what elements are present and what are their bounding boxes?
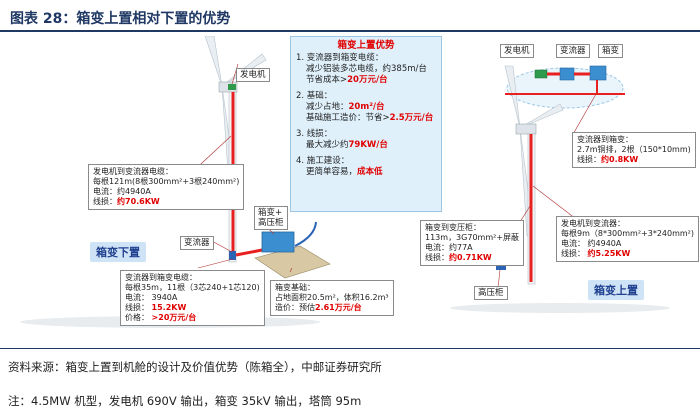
advantage-item-4: 4. 施工建设： 更简单容易，成本低 (296, 156, 436, 178)
left-foundation-line2: 占地面积20.5m²，体积16.2m³ (275, 293, 389, 302)
adv2-line1: 2. 基础： (296, 91, 333, 101)
left-generator-cable-box: 发电机到变流器电缆： 每根121m(8根300mm²+3根240mm²) 电流：… (88, 164, 245, 210)
right-scheme-label: 箱变上置 (588, 280, 644, 300)
adv2-line3-value: 2.5万元/台 (389, 113, 434, 123)
advantages-heading: 箱变上置优势 (337, 40, 395, 51)
adv4-line1: 4. 施工建设： (296, 156, 350, 166)
right-box-hv-loss-label: 线损： (425, 253, 449, 262)
left-conv-cable-loss-value: 15.2KW (151, 303, 187, 312)
right-gen-conv-line3: 电流： 约4940A (561, 239, 622, 248)
left-generator-label: 发电机 (236, 68, 270, 82)
left-box-hv-line2: 高压柜 (258, 218, 284, 228)
right-gen-conv-loss-value: 约5.25KW (587, 249, 631, 258)
right-box-label: 箱变 (598, 44, 624, 58)
right-generator-label: 发电机 (500, 44, 534, 58)
right-box-hv-line3: 电流：约77A (425, 243, 473, 252)
adv1-line2: 减少铝装多芯电缆，约385m/台 (306, 64, 427, 74)
left-gen-cable-loss-value: 约70.6KW (117, 197, 160, 206)
advantage-item-3: 3. 线损： 最大减少约79KW/台 (296, 129, 436, 151)
left-gen-cable-line3: 电流：约4940A (93, 187, 151, 196)
left-conv-cable-line1: 变流器到箱变电缆： (125, 273, 197, 282)
left-gen-cable-loss-label: 线损： (93, 197, 117, 206)
adv4-line2-label: 更简单容易， (306, 167, 358, 177)
right-converter-box-cable: 变流器到箱变： 2.7m铜排，2根（150*10mm) 线损：约0.8KW (572, 132, 696, 168)
right-hv-label: 高压柜 (474, 286, 508, 300)
left-foundation-cost-value: 2.61万元/台 (315, 303, 362, 312)
advantage-item-1: 1. 变流器到箱变电缆： 减少铝装多芯电缆，约385m/台 节省成本>20万元/… (296, 53, 436, 86)
left-conv-cable-price-label: 价格： (125, 313, 152, 322)
figure-title-bar: 图表 28：箱变上置相对下置的优势 (0, 6, 700, 32)
left-foundation-line1: 箱变基础： (275, 283, 315, 292)
adv2-line2-value: 20m²/台 (348, 102, 385, 112)
right-conv-box-loss-label: 线损： (577, 155, 601, 164)
right-conv-box-line2: 2.7m铜排，2根（150*10mm) (577, 145, 691, 154)
right-gen-converter-cable: 发电机到变流器： 每根9m（8*300mm²+3*240mm²) 电流： 约49… (556, 216, 700, 262)
source-note: 资料来源：箱变上置到机舱的设计及价值优势（陈箱全），中邮证券研究所 (0, 348, 700, 375)
advantages-panel: 箱变上置优势 1. 变流器到箱变电缆： 减少铝装多芯电缆，约385m/台 节省成… (290, 36, 442, 212)
right-gen-conv-loss-label: 线损： (561, 249, 588, 258)
right-box-hv-loss-value: 约0.71KW (449, 253, 492, 262)
adv2-line2-label: 减少占地： (306, 102, 349, 112)
left-box-hv-line1: 箱变+ (258, 208, 283, 218)
adv2-line3-label: 基础施工造价：节省> (306, 113, 390, 123)
right-gen-conv-line1: 发电机到变流器： (561, 219, 625, 228)
right-box-hv-cable: 箱变到变压柜： 113m，3G70mm²+屏蔽 电流：约77A 线损：约0.71… (420, 220, 525, 266)
right-conv-box-line1: 变流器到箱变： (577, 135, 633, 144)
left-foundation-cost-label: 造价：预估 (275, 303, 315, 312)
left-conv-cable-line2: 每根35m，11根（3芯240+1芯120) (125, 283, 260, 292)
right-box-hv-line2: 113m，3G70mm²+屏蔽 (425, 233, 520, 242)
right-box-hv-line1: 箱变到变压柜： (425, 223, 481, 232)
adv1-line3-value: 20万元/台 (347, 75, 388, 85)
left-conv-cable-price-value: >20万元/台 (151, 313, 197, 322)
adv3-line2-label: 最大减少约 (306, 140, 349, 150)
adv3-line1: 3. 线损： (296, 129, 333, 139)
adv1-line1: 1. 变流器到箱变电缆： (296, 53, 384, 63)
adv3-line2-value: 79KW/台 (348, 140, 388, 150)
figure-title: 图表 28：箱变上置相对下置的优势 (10, 11, 231, 27)
footnote: 注：4.5MW 机型，发电机 690V 输出，箱变 35kV 输出，塔筒 95m (8, 394, 362, 408)
advantage-item-2: 2. 基础： 减少占地：20m²/台 基础施工造价：节省>2.5万元/台 (296, 91, 436, 124)
left-converter-cable-box: 变流器到箱变电缆： 每根35m，11根（3芯240+1芯120) 电流： 394… (120, 270, 265, 326)
left-foundation-box: 箱变基础： 占地面积20.5m²，体积16.2m³ 造价：预估2.61万元/台 (270, 280, 394, 316)
adv4-line2-value: 成本低 (357, 167, 383, 177)
right-conv-box-loss-value: 约0.8KW (601, 155, 639, 164)
left-conv-cable-loss-label: 线损： (125, 303, 152, 312)
left-gen-cable-line2: 每根121m(8根300mm²+3根240mm²) (93, 177, 240, 186)
left-converter-label: 变流器 (180, 236, 214, 250)
left-gen-cable-line1: 发电机到变流器电缆： (93, 167, 173, 176)
right-converter-label: 变流器 (556, 44, 590, 58)
left-scheme-label: 箱变下置 (90, 242, 146, 262)
adv1-line3-label: 节省成本> (306, 75, 348, 85)
left-conv-cable-line3: 电流： 3940A (125, 293, 178, 302)
left-box-hv-label: 箱变+ 高压柜 (254, 206, 288, 230)
right-turbine (450, 65, 670, 313)
right-gen-conv-line2: 每根9m（8*300mm²+3*240mm²) (561, 229, 695, 238)
comparison-figure: 发电机 发电机到变流器电缆： 每根121m(8根300mm²+3根240mm²)… (0, 36, 700, 336)
